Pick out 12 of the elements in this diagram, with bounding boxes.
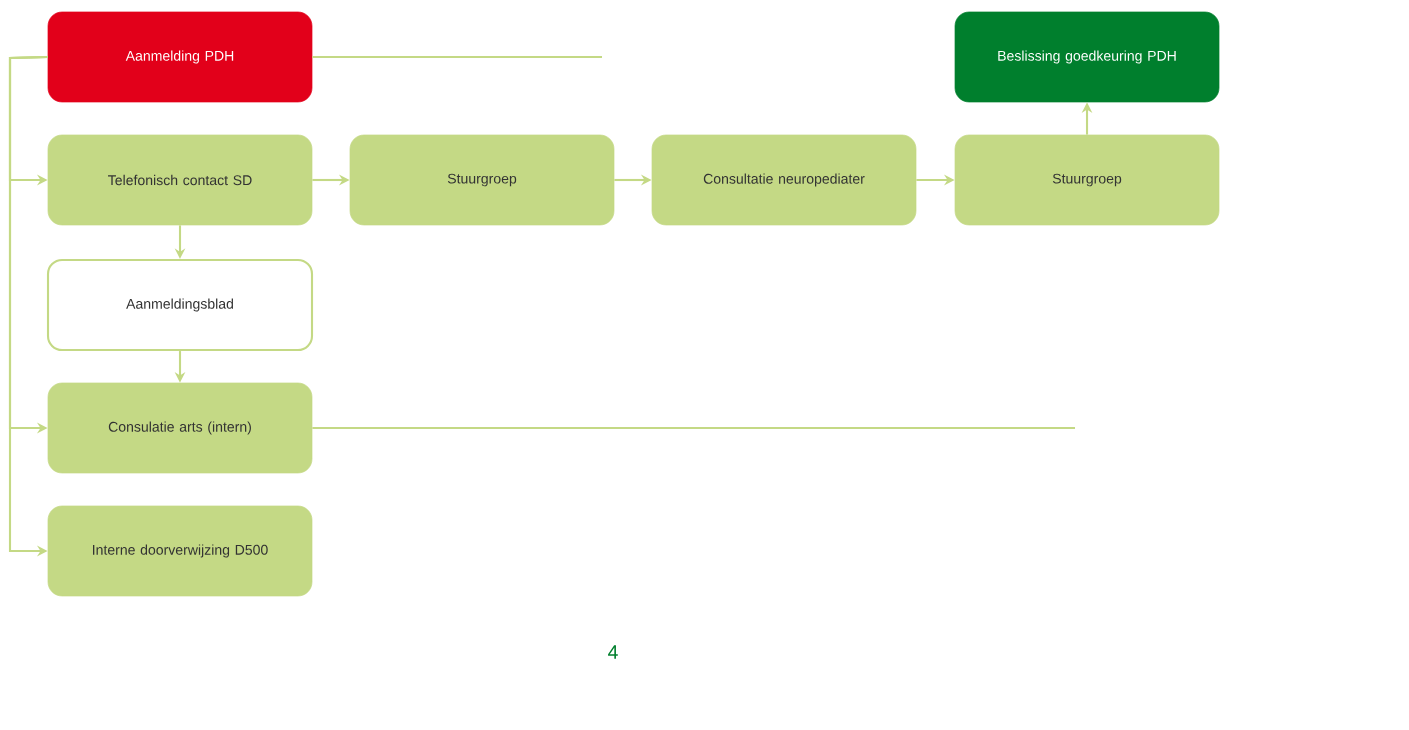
connector-line xyxy=(312,55,602,59)
page-number: 4 xyxy=(608,645,618,659)
decision-box: Beslissing goedkeuring PDH xyxy=(954,11,1220,103)
process-box: Stuurgroep xyxy=(954,134,1220,226)
connector-line xyxy=(312,426,1075,430)
process-box: Consulatie arts (intern) xyxy=(47,382,313,474)
document-box: Aanmeldingsblad xyxy=(46,258,314,352)
process-box: Telefonisch contact SD xyxy=(47,134,313,226)
start-box: Aanmelding PDH xyxy=(47,11,313,103)
process-box: Consultatie neuropediater xyxy=(651,134,917,226)
process-box: Stuurgroep xyxy=(349,134,615,226)
process-box: Interne doorverwijzing D500 xyxy=(47,505,313,597)
